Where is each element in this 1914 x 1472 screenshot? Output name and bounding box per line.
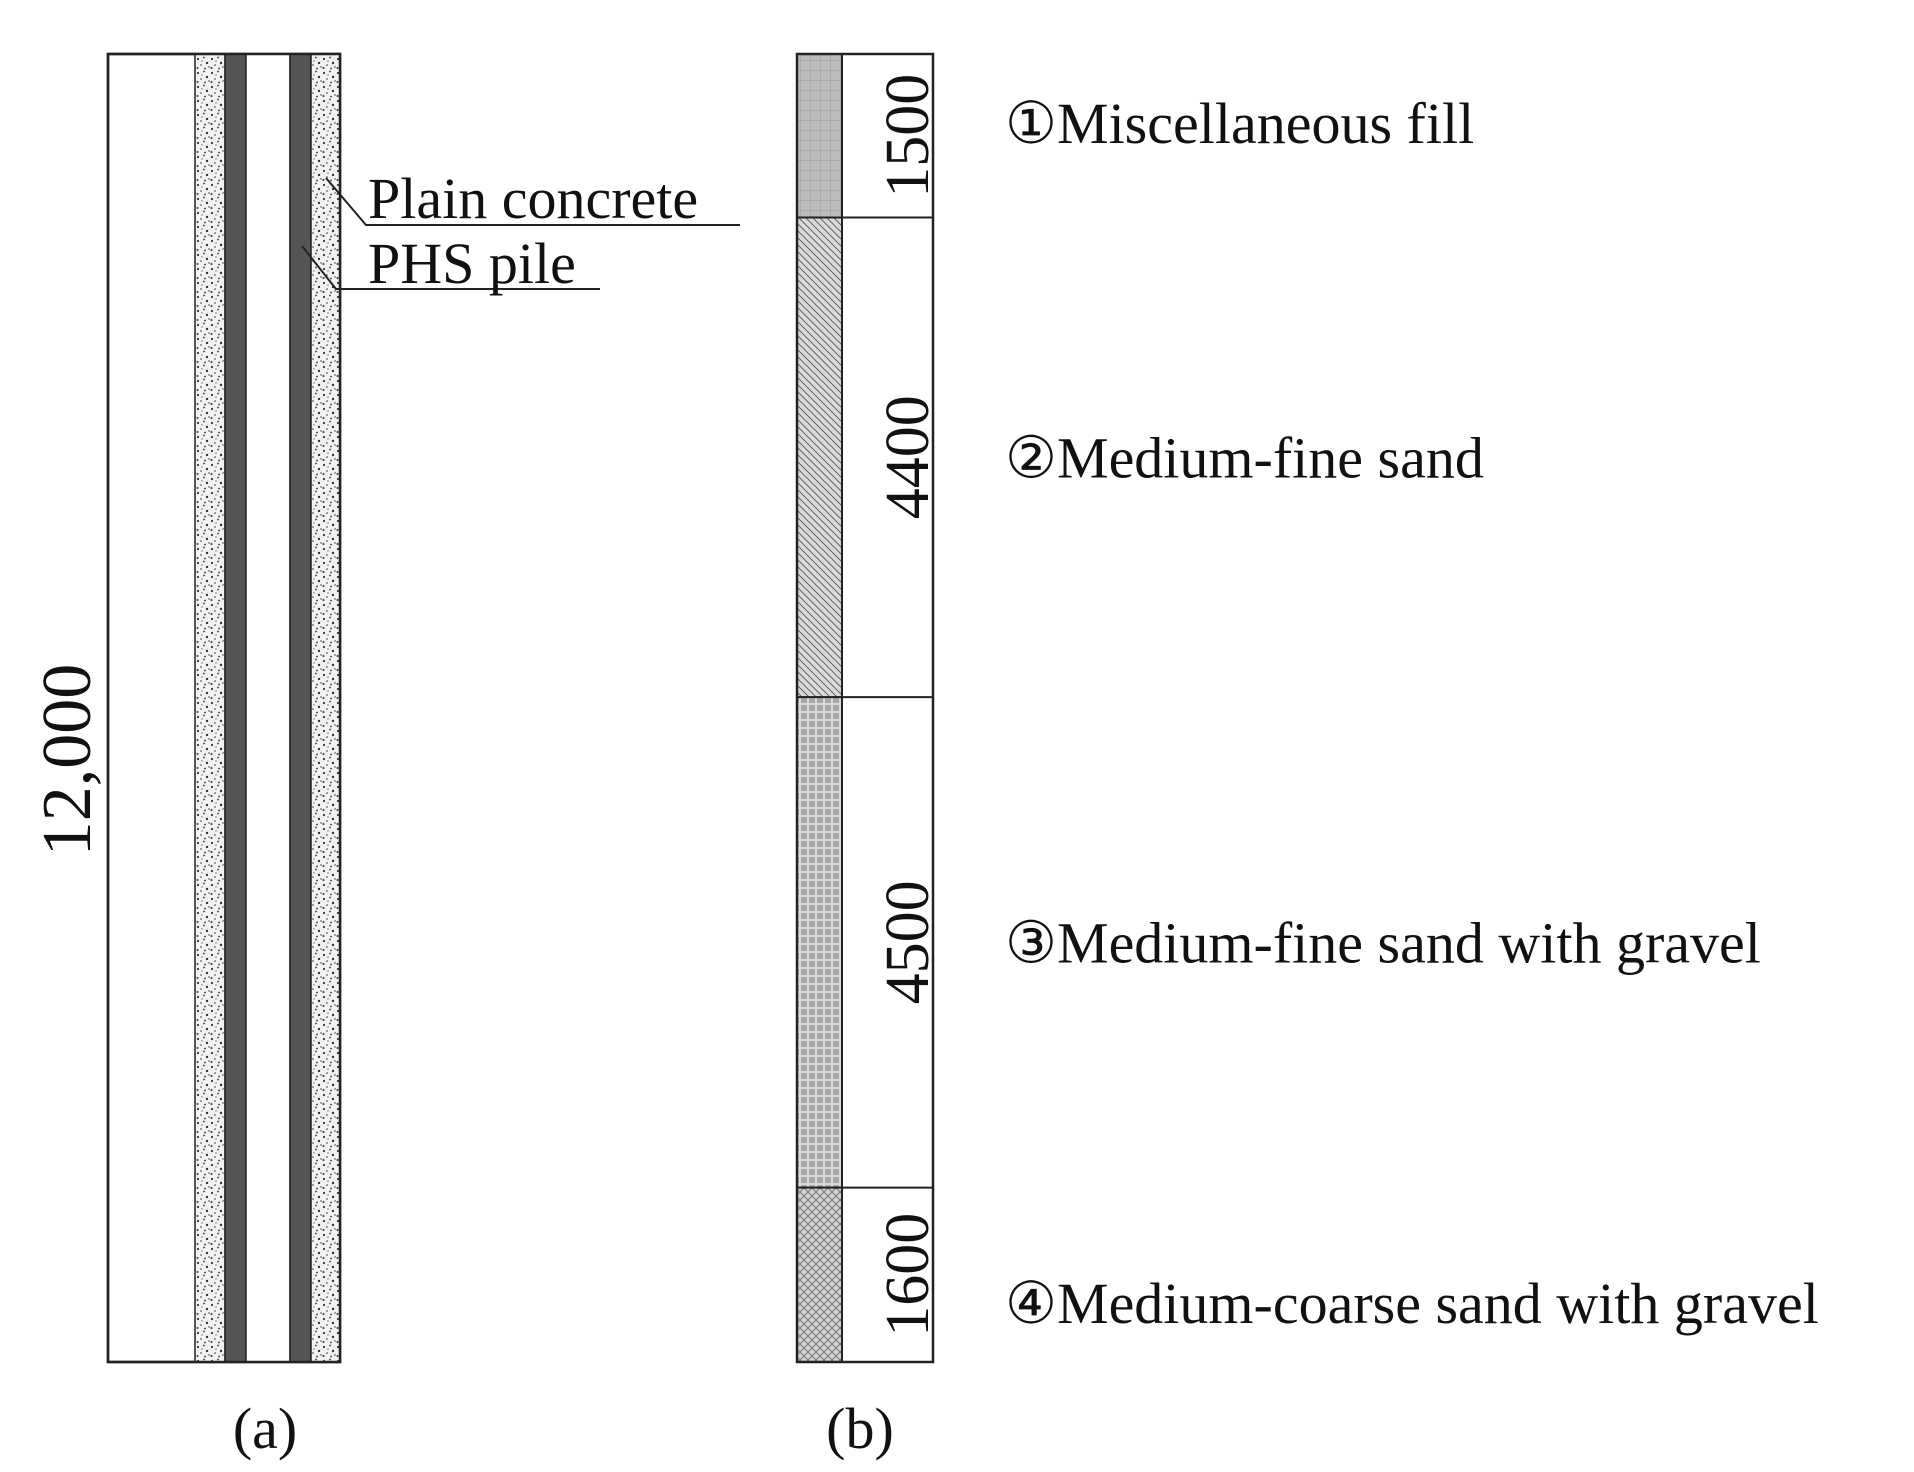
- soil-layer-pattern-3: [796, 696, 843, 1189]
- plain-concrete-label: Plain concrete: [368, 166, 698, 231]
- pile-length-dimension: 12,000: [29, 664, 106, 857]
- plain-concrete-right: [310, 53, 341, 1363]
- layer-thickness-2: 4400: [874, 395, 942, 519]
- layer-thickness-4: 1600: [874, 1213, 942, 1337]
- layer-name-2: ②Medium-fine sand: [1005, 425, 1484, 490]
- soil-layer-pattern-2: [796, 216, 843, 698]
- panel-b: 1500 ①Miscellaneous fill 4400 ②Medium-fine …: [795, 52, 1819, 1461]
- layer-thickness-1: 1500: [874, 74, 942, 198]
- soil-layers: 1500 ①Miscellaneous fill 4400 ②Medium-fine …: [796, 53, 1819, 1363]
- soil-layer-pattern-4: [796, 1186, 843, 1363]
- plain-concrete-left: [194, 53, 226, 1363]
- layer-name-3: ③Medium-fine sand with gravel: [1005, 910, 1761, 975]
- layer-name-1: ①Miscellaneous fill: [1005, 91, 1474, 156]
- panel-a-label: (a): [233, 1396, 297, 1461]
- phs-pile-wall-right: [289, 53, 312, 1363]
- phs-pile-leader: [301, 245, 600, 290]
- soil-layer-pattern-1: [796, 53, 843, 219]
- pile-core: [245, 53, 291, 1363]
- phs-pile-label: PHS pile: [368, 231, 576, 296]
- layer-thickness-3: 4500: [874, 880, 942, 1004]
- layer-name-4: ④Medium-coarse sand with gravel: [1005, 1271, 1819, 1336]
- phs-pile-wall-left: [224, 53, 247, 1363]
- panel-b-label: (b): [826, 1396, 894, 1461]
- soil-column-outline: [795, 52, 935, 1364]
- panel-a: Plain concrete PHS pile 12,000 (a): [29, 52, 740, 1461]
- plain-concrete-leader: [325, 177, 740, 226]
